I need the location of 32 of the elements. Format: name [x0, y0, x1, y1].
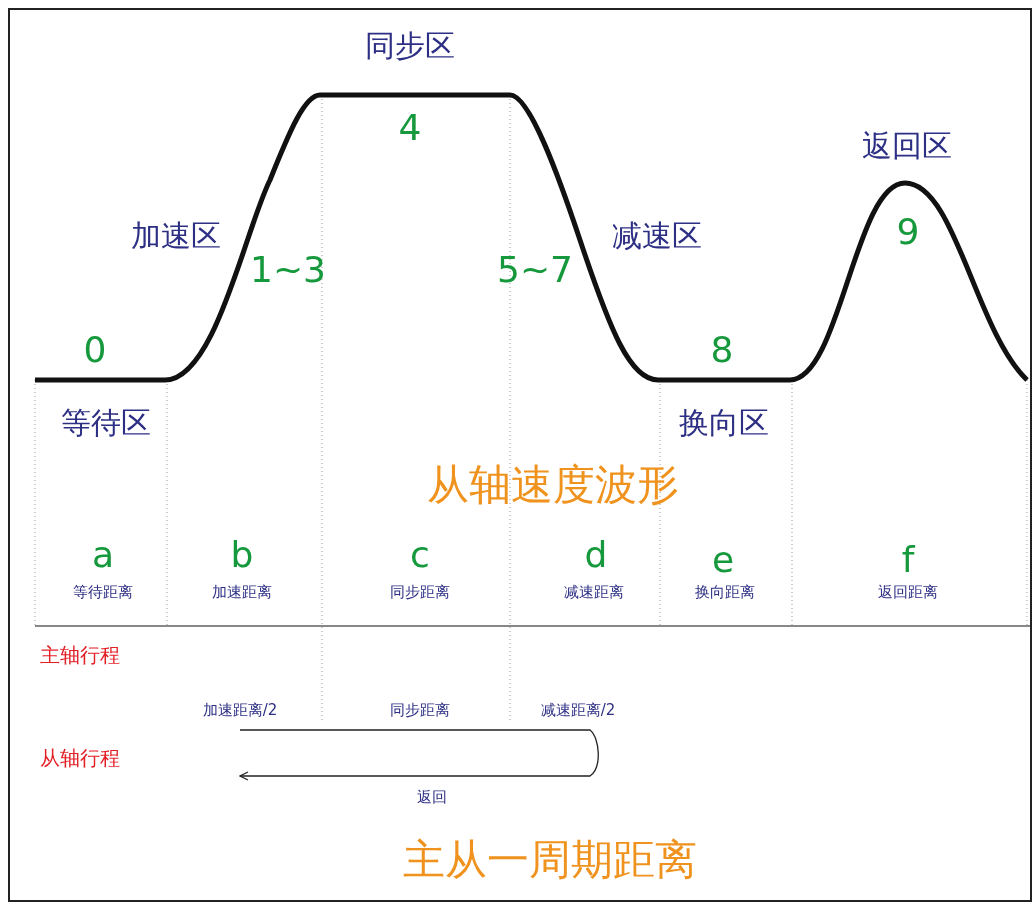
distance-label: 等待距离: [73, 583, 133, 601]
step-number: 4: [398, 108, 422, 148]
segment-letter: e: [711, 540, 735, 580]
zone-label: 减速区: [612, 218, 702, 252]
distance-label: 返回距离: [878, 583, 938, 601]
axis-label: 主轴行程: [40, 644, 120, 666]
step-number: 9: [896, 212, 920, 252]
segment-letter: d: [584, 535, 608, 575]
diagram-heading: 主从一周期距离: [403, 836, 697, 884]
segment-letter: f: [901, 540, 915, 580]
zone-label: 等待区: [61, 405, 151, 439]
distance-label: 返回: [417, 788, 447, 806]
segment-letter: b: [230, 535, 254, 575]
axis-label: 从轴行程: [40, 747, 120, 769]
zone-label: 同步区: [365, 28, 455, 62]
distance-label: 同步距离: [390, 583, 450, 601]
zone-label: 换向区: [679, 405, 769, 439]
step-number: 0: [83, 330, 107, 370]
distance-label: 加速距离/2: [202, 701, 278, 719]
step-number: 8: [710, 330, 734, 370]
zone-label: 返回区: [862, 128, 952, 162]
zone-label: 加速区: [131, 218, 221, 252]
distance-label: 减速距离: [564, 583, 624, 601]
step-number: 1~3: [250, 250, 326, 290]
step-number: 5~7: [497, 250, 573, 290]
distance-label: 换向距离: [695, 583, 755, 601]
distance-label: 同步距离: [390, 701, 450, 719]
diagram-heading: 从轴速度波形: [427, 461, 679, 509]
distance-label: 加速距离: [212, 583, 272, 601]
distance-label: 减速距离/2: [540, 701, 616, 719]
segment-letter: c: [410, 535, 430, 575]
segment-letter: a: [91, 535, 115, 575]
